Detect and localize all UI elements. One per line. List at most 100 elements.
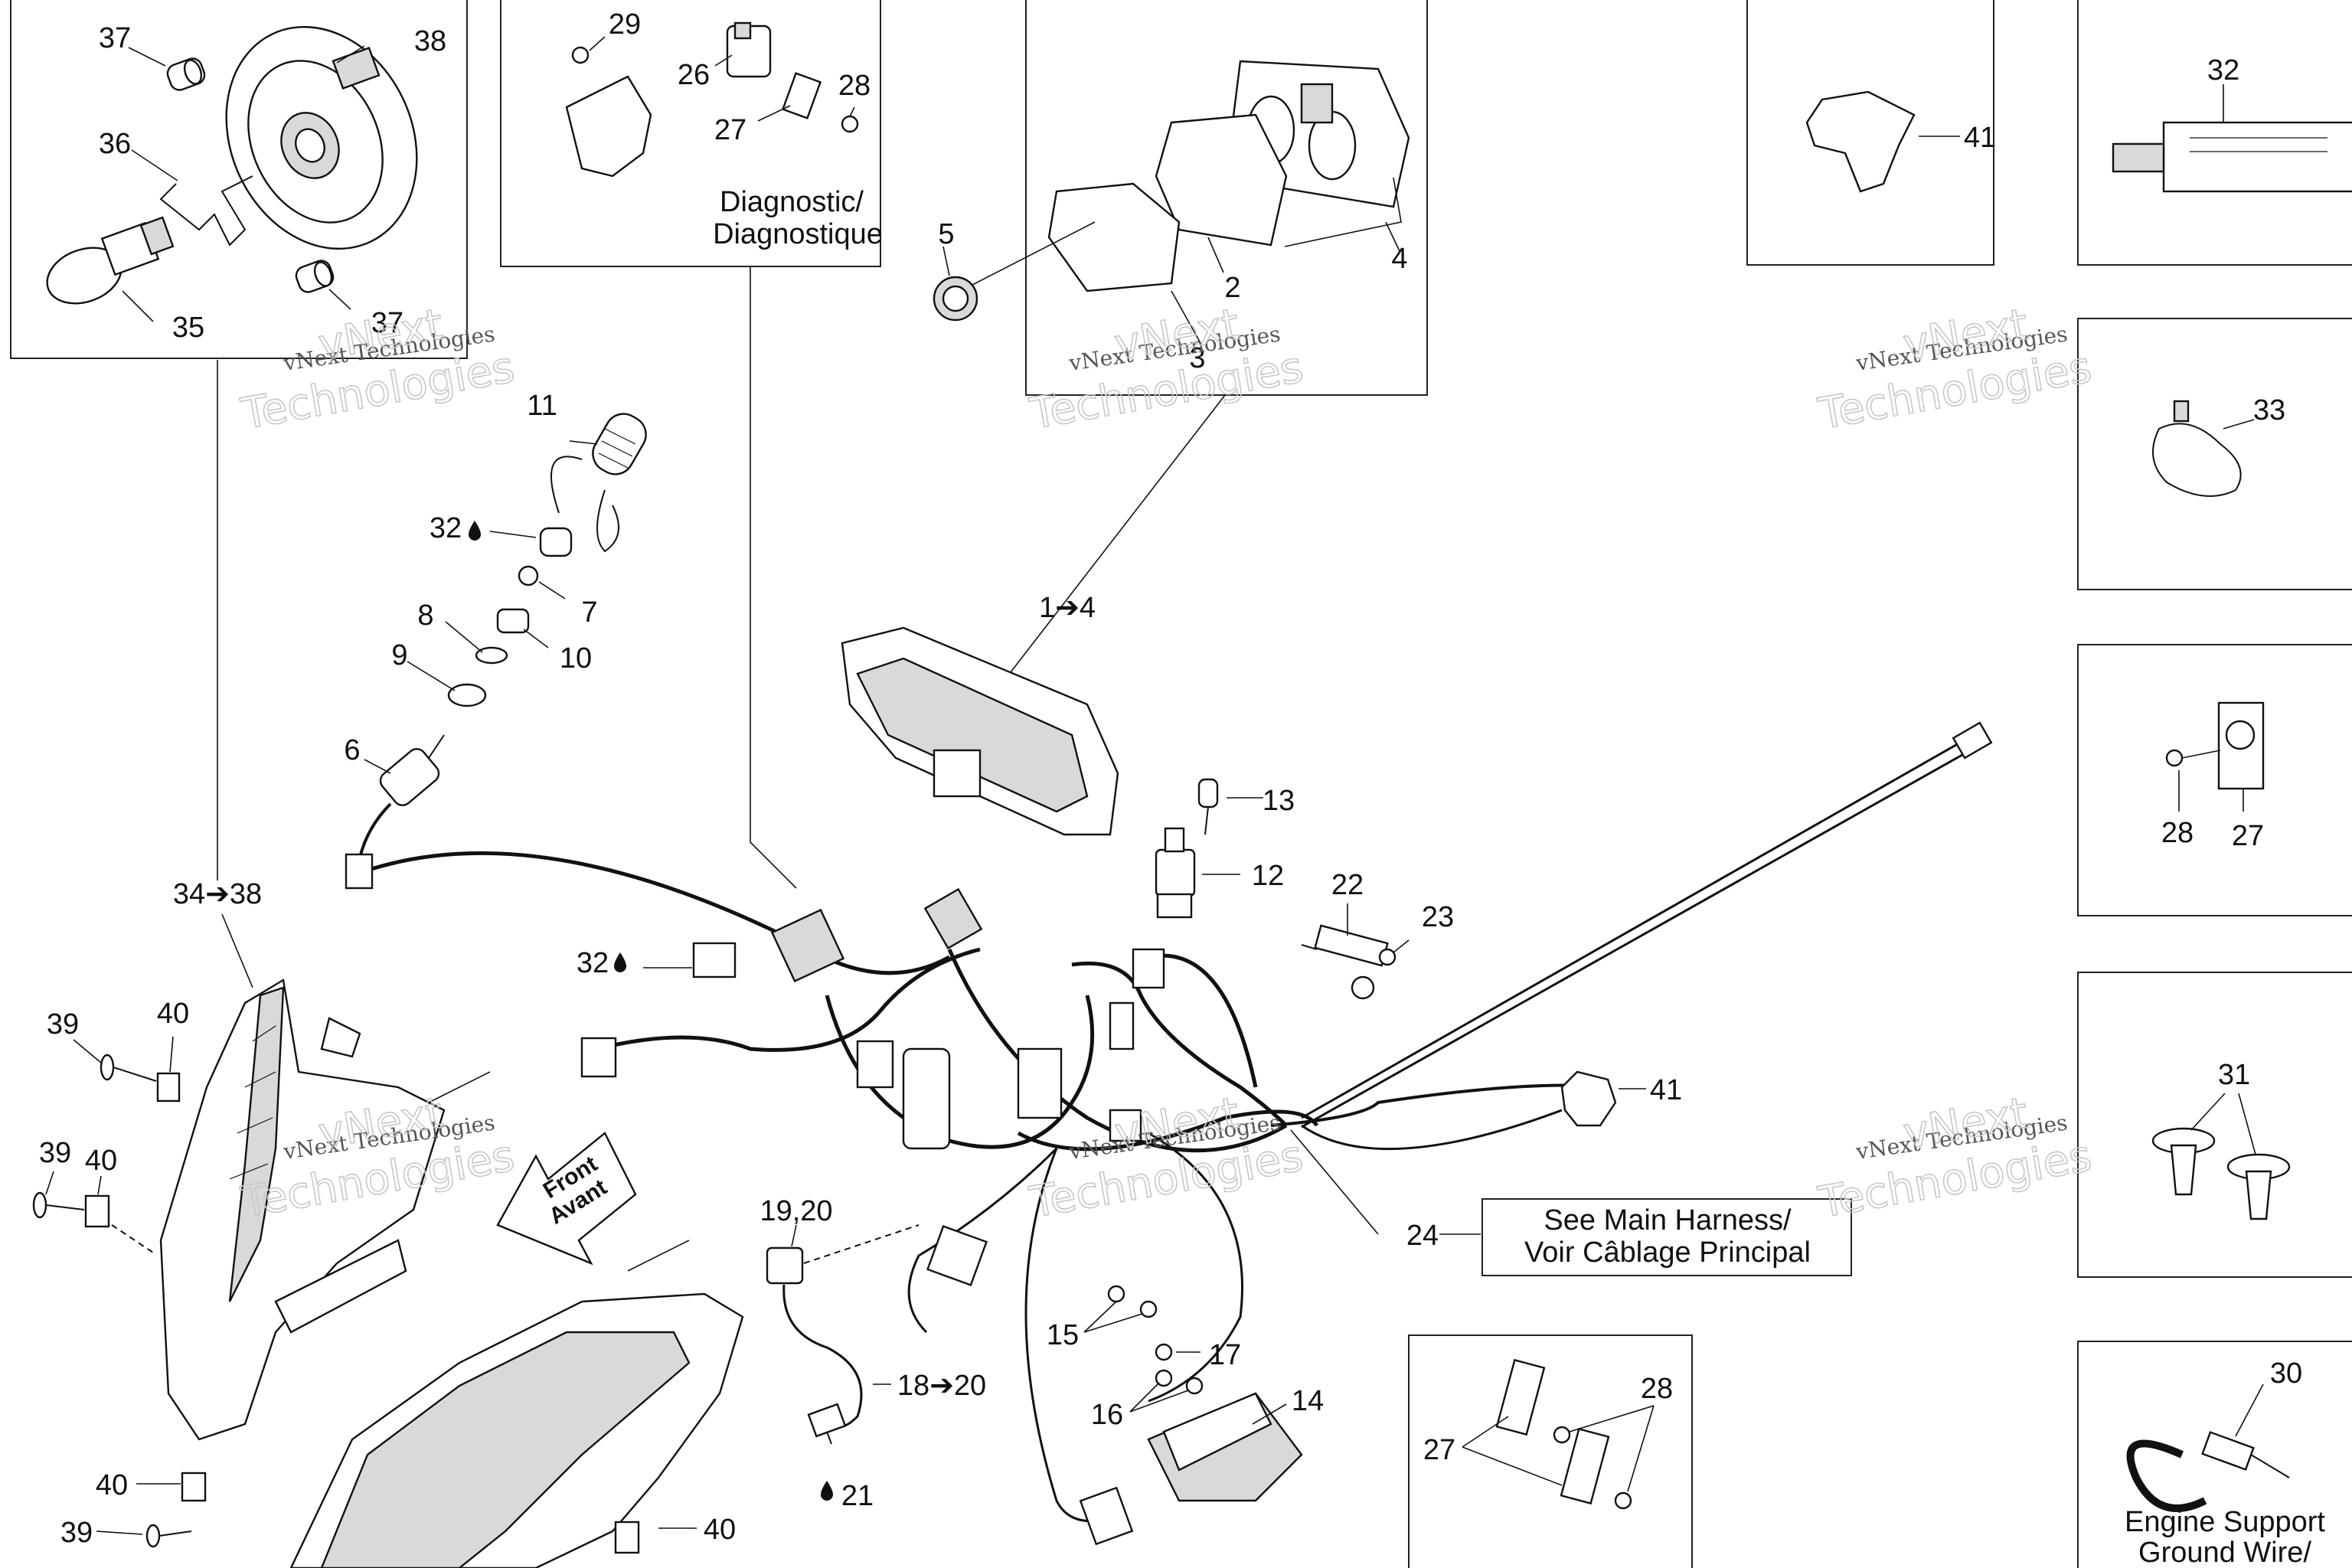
callout-3: 3 [1189,342,1205,374]
connector-lower-part [926,1225,988,1286]
screw-39c-part [145,1524,192,1548]
leader-34to38 [221,913,253,988]
nut-40d-part [614,1521,640,1554]
callout-2: 2 [1224,272,1240,304]
inset-gauge-box: 5 2 3 4 [933,0,1428,396]
rivet-31a-part [2151,1127,2216,1196]
callout-6: 6 [344,734,360,766]
callout-11: 11 [527,390,557,422]
diagnostic-connector-part [726,21,772,78]
callout-40b: 40 [85,1145,117,1177]
callout-32a: 32 [2207,54,2239,87]
nut-40a-part [156,1072,181,1102]
callout-39a: 39 [47,1008,79,1040]
washer-8-part [475,646,508,665]
lanyard-11-part [550,413,647,553]
inset-tie-box: 33 [2077,318,2352,590]
callout-41a: 41 [1964,122,1996,154]
regulator-14-part [1079,1392,1303,1546]
callout-14: 14 [1292,1385,1324,1417]
gauge-cluster-part [841,626,1119,836]
callout-27c: 27 [1423,1434,1455,1466]
callout-30: 30 [2270,1357,2302,1390]
callout-4: 4 [1391,243,1407,275]
callout-35: 35 [172,312,204,344]
diagnostic-label-2: Diagnostique [713,218,883,250]
watermark-6: vNext Technologies vNext Technologies [1814,1088,2096,1229]
washer-23-part [1378,948,1396,966]
callout-38: 38 [414,25,446,57]
callout-32b: 32 [430,512,462,544]
washer-17-part [1155,1343,1173,1361]
callout-40a: 40 [157,998,189,1030]
connector-cluster-part [923,887,983,950]
callout-39b: 39 [39,1137,71,1169]
cap-32b-part [539,527,573,557]
grommet-37a [166,57,206,91]
clip-41-part [1805,90,1916,193]
callout-28b: 28 [2161,817,2194,849]
nut-7-part [518,565,539,586]
callout-40d: 40 [704,1514,736,1546]
nut-40c-part [181,1472,207,1502]
callout-24: 24 [1406,1220,1439,1252]
inset-bracket-box: 28 27 [2077,644,2352,916]
washer-16-part [1155,1369,1173,1387]
gauge-bezel-part [1047,182,1181,292]
switch-12-part [1155,827,1196,919]
inset-harness-bracket-box: 27 28 [1408,1334,1693,1568]
engine-label-1: Engine Support [2125,1506,2325,1538]
callout-34to38: 34➔38 [173,878,262,910]
callout-28c: 28 [1641,1373,1673,1405]
callout-17: 17 [1209,1339,1241,1371]
callout-22: 22 [1331,869,1364,901]
bulb-13-part [1197,778,1219,835]
tie-strap-part [2152,423,2242,497]
diagnostic-label-1: Diagnostic/ [720,186,864,218]
inset-rivet-box: 31 [2077,972,2352,1278]
callout-7: 7 [581,596,597,629]
connector-block-part [902,1047,951,1150]
inset-headlamp-box: 37 38 36 35 37 [10,0,468,359]
callout-5: 5 [938,218,954,250]
callout-15: 15 [1047,1319,1079,1351]
callout-26: 26 [678,59,710,91]
nut-40b-part [84,1194,110,1228]
inset-clip-box: 41 [1746,0,1996,266]
nut-10-part [496,608,530,634]
headlamp-housing-right-part [289,1292,744,1568]
connector-left-part [580,1037,617,1078]
harness-callout-1: See Main Harness/ [1544,1204,1792,1236]
connector-32c-part [692,942,737,978]
harness-end-connector-part [1952,721,1993,760]
see-main-harness-callout: See Main Harness/ Voir Câblage Principal [1481,1198,1852,1276]
nut-15a-part [1107,1285,1125,1303]
callout-37b: 37 [371,307,403,339]
diagnostic-plate-part [781,72,822,119]
clip-part [159,175,253,247]
connector-12-part [1132,948,1165,989]
callout-27b: 27 [2232,820,2264,852]
screw-39a-part [100,1054,157,1082]
callout-19-20: 19,20 [760,1195,832,1227]
callout-40c: 40 [96,1469,128,1501]
grommet-37b [295,260,335,293]
callout-12: 12 [1252,860,1284,892]
engine-label-2: Ground Wire/ [2138,1537,2311,1568]
callout-31: 31 [2218,1059,2250,1091]
wire-harness-part [359,741,1968,1523]
leader-diagnostic-box [750,266,797,889]
callout-21: 21 [841,1480,874,1512]
callout-1to4: 1➔4 [1039,592,1096,624]
oil-drop-icon [469,521,481,541]
connector-mid-part [856,1040,894,1089]
bolt-28-part [2165,749,2184,767]
callout-37a: 37 [99,22,131,54]
headlamp-housing-left-part [159,978,446,1441]
callout-33: 33 [2253,394,2285,426]
washer-9-part [447,683,487,707]
inset-diagnostic-box: 29 26 28 27 Diagnostic/ Diagnostique [500,0,883,267]
callout-29: 29 [609,8,641,41]
gauge-lens-part [1155,113,1288,247]
